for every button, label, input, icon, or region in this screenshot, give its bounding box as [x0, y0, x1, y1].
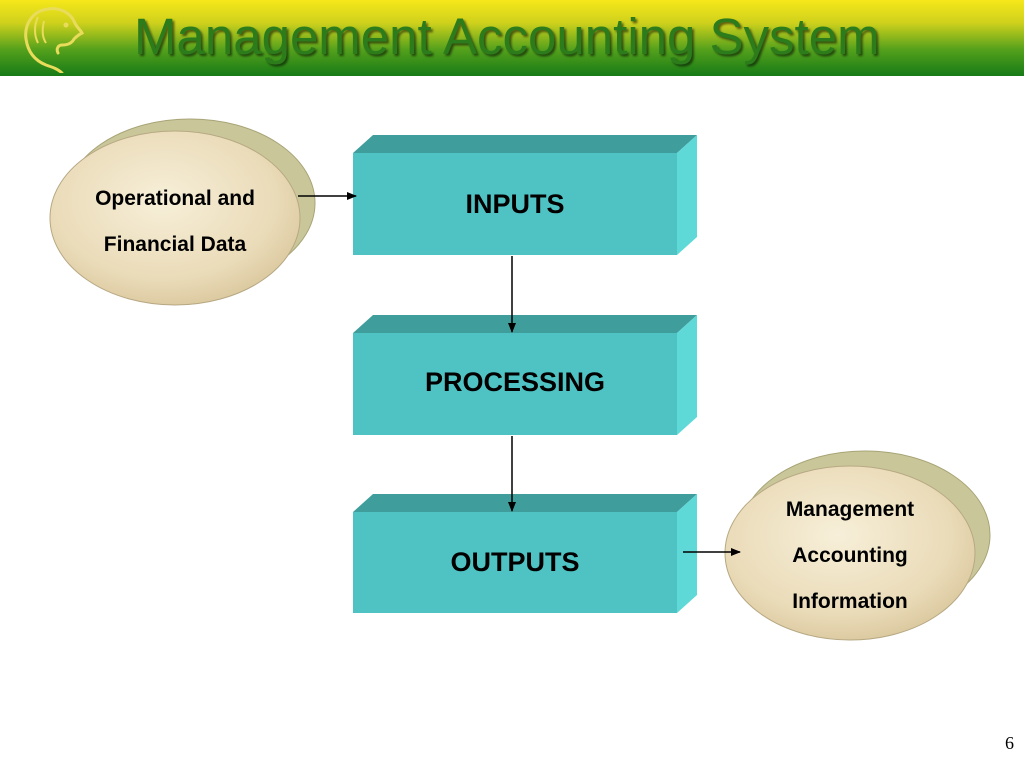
inputs-box: [353, 135, 697, 255]
lion-head-icon: [24, 7, 85, 73]
inputs-label: INPUTS: [465, 189, 565, 219]
input-oval-line-2: Financial Data: [103, 233, 247, 256]
processing-label: PROCESSING: [424, 367, 606, 397]
output-oval-label: Management Accounting Information: [730, 487, 970, 625]
output-oval: [724, 450, 991, 641]
page-title: Management Accounting System: [134, 8, 880, 65]
outputs-label: OUTPUTS: [450, 547, 580, 577]
input-oval-label: Operational and Financial Data: [55, 176, 295, 268]
outputs-box: [353, 494, 697, 613]
output-oval-line-1: Management: [785, 498, 915, 521]
input-oval-line-1: Operational and: [95, 187, 255, 210]
page-number: 6: [1005, 733, 1014, 753]
processing-box: [353, 315, 697, 435]
output-oval-line-3: Information: [792, 590, 908, 613]
output-oval-line-2: Accounting: [792, 544, 908, 567]
title-bar: Management Accounting System: [0, 0, 1024, 76]
input-oval: [49, 118, 316, 306]
